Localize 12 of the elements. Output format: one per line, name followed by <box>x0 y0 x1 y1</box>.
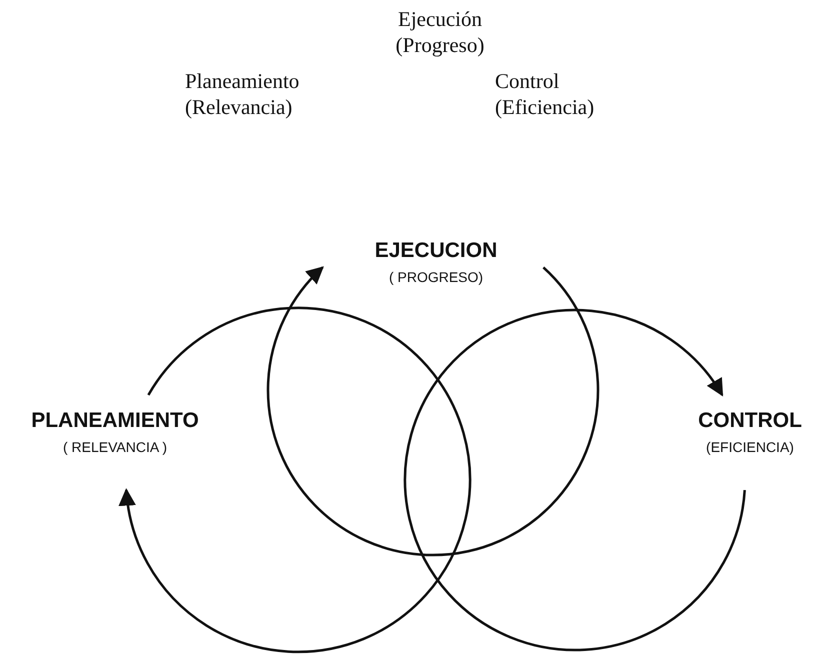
stage-subtitle: ( RELEVANCIA ) <box>63 439 167 455</box>
cycle-arrow <box>267 266 599 556</box>
translation-note: Ejecución (Progreso) <box>394 6 486 58</box>
stage-subtitle: ( PROGRESO) <box>388 269 484 285</box>
stage-subtitle: (EFICIENCIA) <box>706 439 794 455</box>
stage-title: PLANEAMIENTO <box>31 409 199 433</box>
stage-title: CONTROL <box>698 409 802 433</box>
cycle-arrow <box>120 306 471 653</box>
translation-note: Control (Eficiencia) <box>495 68 596 120</box>
stage-title: EJECUCION <box>374 239 498 263</box>
cycle-arrow <box>404 309 746 652</box>
translation-note: Planeamiento (Relevancia) <box>185 68 300 120</box>
